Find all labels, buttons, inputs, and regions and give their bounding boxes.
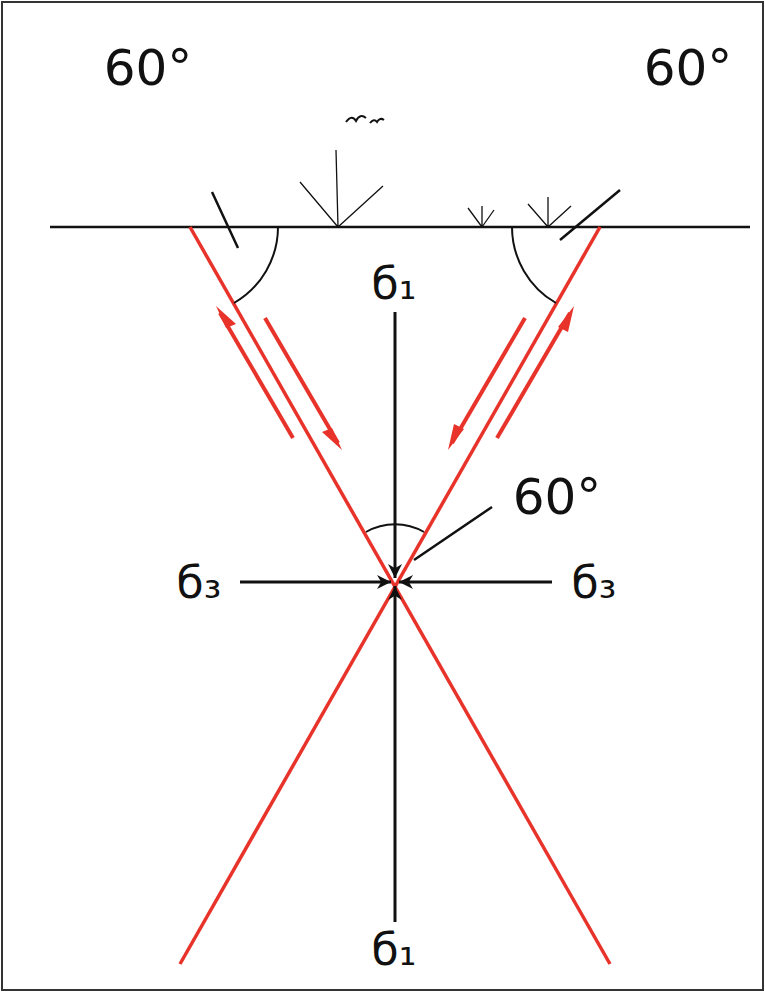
stress-arrows (240, 312, 552, 922)
angle-or-stress-label: 60° (513, 472, 602, 522)
grass-tufts (300, 150, 571, 227)
fault-lines (180, 227, 610, 964)
angle-or-stress-label: 60° (644, 43, 733, 93)
ground-surface (50, 226, 750, 229)
angle-or-stress-label: б₃ (572, 561, 617, 605)
angle-or-stress-label: б₁ (372, 262, 417, 306)
angle-or-stress-label: б₃ (177, 561, 222, 605)
angle-or-stress-label: 60° (104, 43, 193, 93)
angle-or-stress-label: б₁ (372, 928, 417, 972)
leader-lines (212, 190, 620, 560)
birds (346, 116, 384, 123)
